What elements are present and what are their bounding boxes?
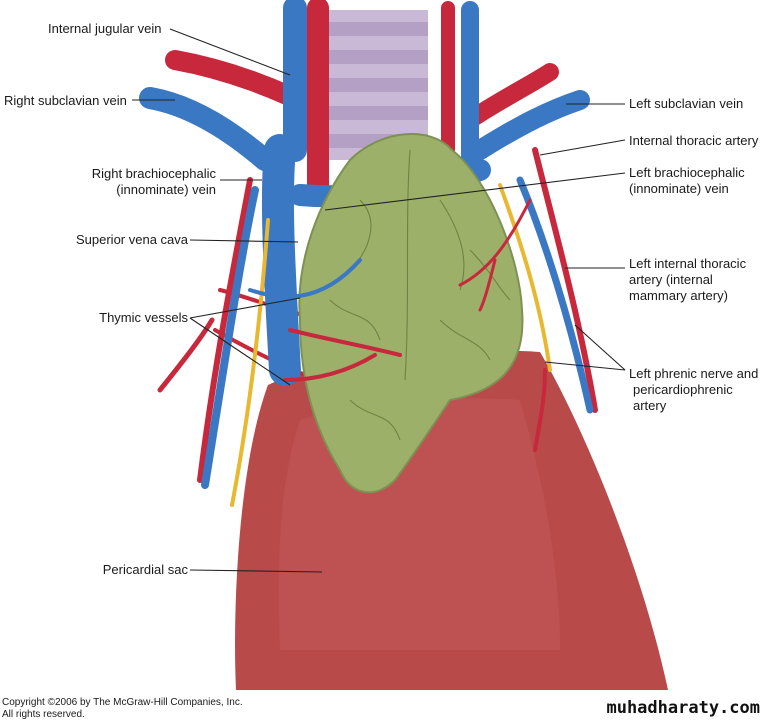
label-thymic-vessels: Thymic vessels xyxy=(99,310,188,325)
label-left-brachiocephalic-line2: (innominate) vein xyxy=(629,181,729,196)
label-left-brachiocephalic-line1: Left brachiocephalic xyxy=(629,165,745,180)
copyright-line2: All rights reserved. xyxy=(2,709,85,720)
label-pericardial-sac: Pericardial sac xyxy=(103,562,189,577)
label-internal-thoracic-artery: Internal thoracic artery xyxy=(629,133,759,148)
label-left-phrenic-line1: Left phrenic nerve and xyxy=(629,366,758,381)
label-left-subclavian-vein: Left subclavian vein xyxy=(629,96,743,111)
label-right-brachiocephalic-line2: (innominate) vein xyxy=(116,182,216,197)
watermark-muhadharaty: muhadharaty.com xyxy=(606,698,760,718)
label-left-internal-thoracic-line3: mammary artery) xyxy=(629,288,728,303)
label-internal-jugular-vein: Internal jugular vein xyxy=(48,21,161,36)
label-superior-vena-cava: Superior vena cava xyxy=(76,232,189,247)
copyright-line1: Copyright ©2006 by The McGraw-Hill Compa… xyxy=(2,697,243,708)
label-right-subclavian-vein: Right subclavian vein xyxy=(4,93,127,108)
label-left-phrenic-line2: pericardiophrenic xyxy=(633,382,733,397)
label-right-brachiocephalic-line1: Right brachiocephalic xyxy=(92,166,217,181)
label-left-internal-thoracic-line2: artery (internal xyxy=(629,272,713,287)
leader-lines xyxy=(132,28,626,573)
label-left-internal-thoracic-line1: Left internal thoracic xyxy=(629,256,747,271)
label-left-phrenic-line3: artery xyxy=(633,398,667,413)
thymic-vessels xyxy=(248,198,532,382)
phrenic-nerves xyxy=(230,183,552,507)
